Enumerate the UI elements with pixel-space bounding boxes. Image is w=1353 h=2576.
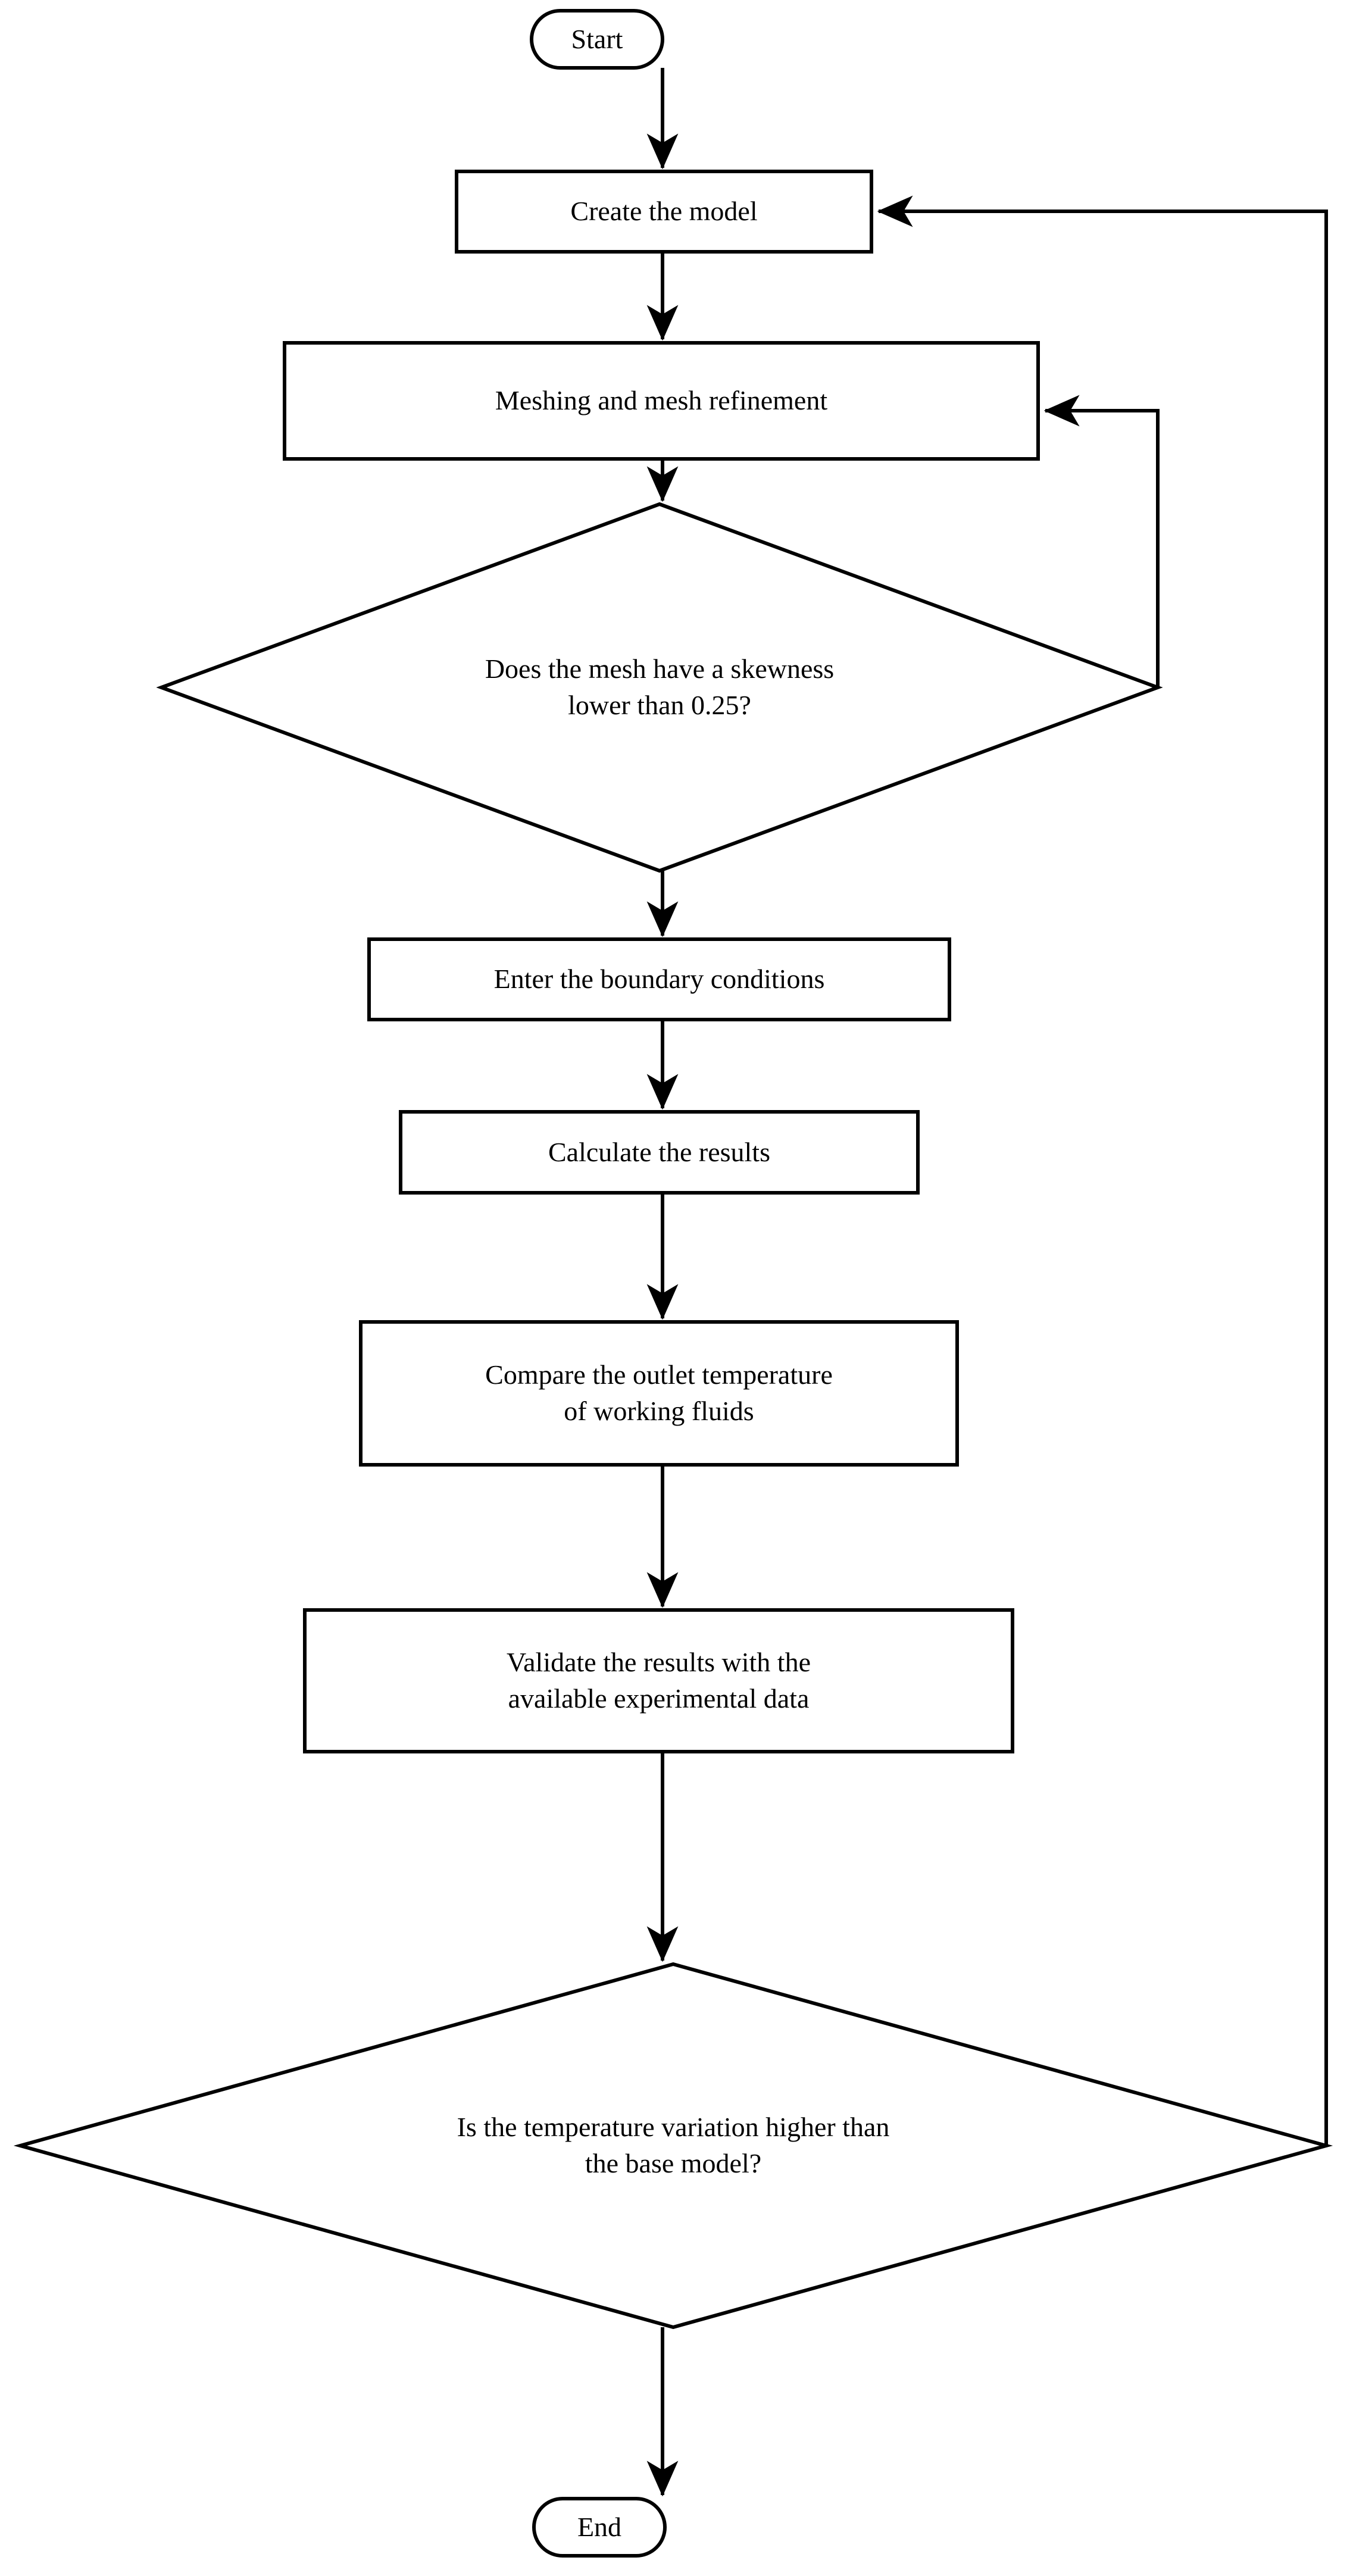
node-shape-compare-outlet-temp [359, 1320, 959, 1467]
node-shape-create-model [455, 170, 873, 254]
node-shape-start [530, 9, 664, 70]
connector-temp-check-loop-to-create [877, 195, 1328, 2146]
node-shape-end [532, 2497, 667, 2558]
node-shape-skewness-check [156, 502, 1163, 873]
connector-skewness-loop-to-meshing [1043, 395, 1160, 687]
node-shape-meshing [283, 341, 1040, 461]
node-shape-calculate-results [399, 1110, 920, 1195]
node-shape-boundary-conditions [367, 937, 951, 1021]
node-shape-temp-variation-check [13, 1962, 1333, 2330]
node-shape-validate-results [303, 1608, 1014, 1753]
